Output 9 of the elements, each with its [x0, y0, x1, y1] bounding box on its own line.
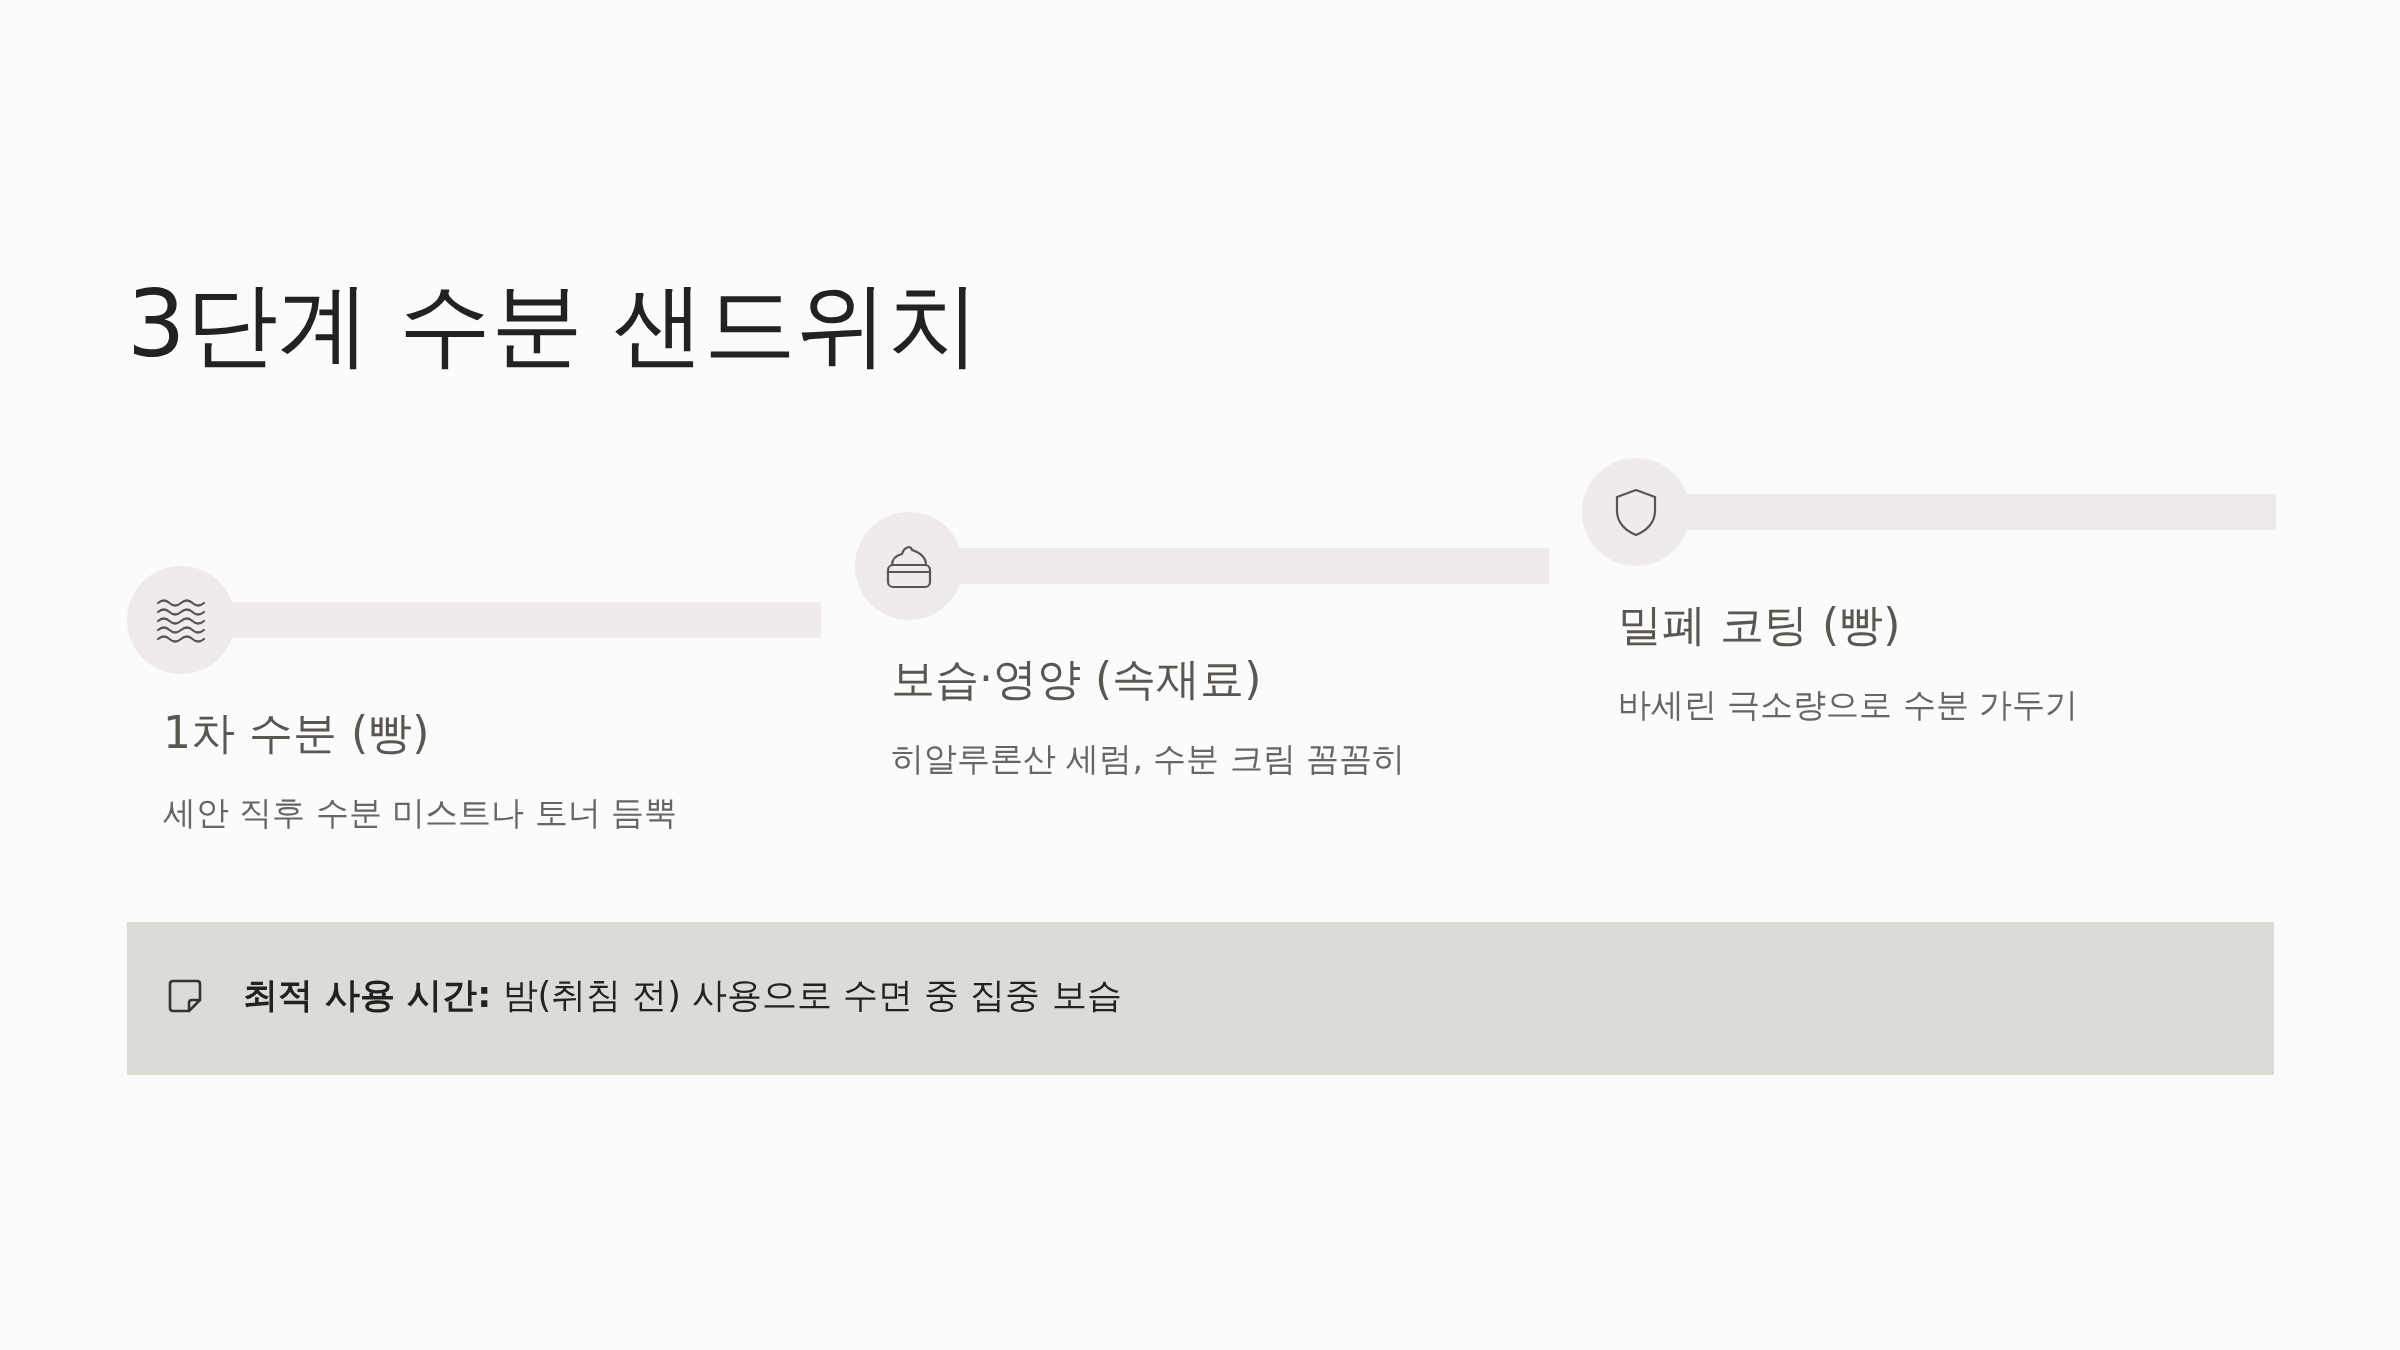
step-heading: 보습·영양 (속재료)	[891, 652, 1262, 706]
step-description: 바세린 극소량으로 수분 가두기	[1618, 684, 2079, 726]
step-heading: 1차 수분 (빵)	[163, 706, 430, 760]
step-description: 세안 직후 수분 미스트나 토너 듬뿍	[163, 792, 678, 834]
title: 3단계 수분 샌드위치	[127, 270, 981, 380]
note-text: 최적 사용 시간: 밤(취침 전) 사용으로 수면 중 집중 보습	[243, 974, 1122, 1017]
note-banner	[127, 922, 2274, 1075]
step-description: 히알루론산 세럼, 수분 크림 꼼꼼히	[891, 738, 1406, 780]
step-heading: 밀폐 코팅 (빵)	[1618, 598, 1901, 652]
